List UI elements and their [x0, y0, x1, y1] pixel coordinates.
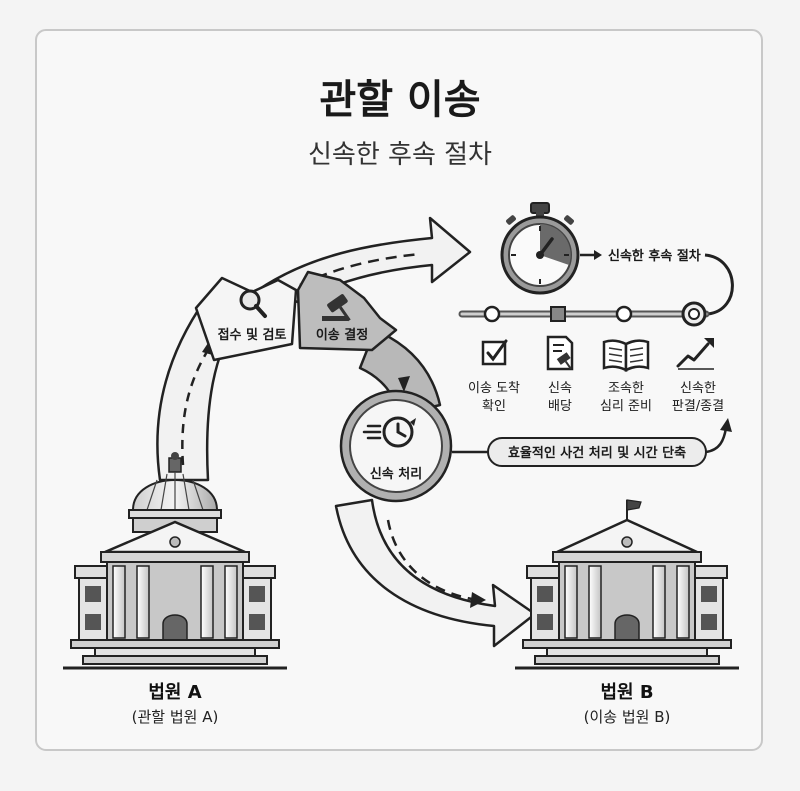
- step-decision: 이송 결정: [296, 270, 398, 352]
- court-b-building: [515, 499, 739, 670]
- page-title: 관할 이송: [319, 77, 480, 123]
- timeline-step-3-line1: 조속한: [608, 381, 644, 396]
- stopwatch-icon: [500, 202, 580, 295]
- arrow-arc-right-upper: [358, 328, 442, 417]
- court-a-building: [63, 452, 287, 670]
- timeline-step-1-line2: 확인: [482, 399, 506, 414]
- efficiency-label: 효율적인 사건 처리 및 시간 단축: [508, 445, 686, 461]
- document-gavel-icon: [546, 335, 574, 371]
- page-subtitle: 신속한 후속 절차: [308, 140, 492, 170]
- timeline-label: 신속한 후속 절차: [608, 248, 701, 264]
- step-fast: 신속 처리: [339, 389, 453, 503]
- timeline-step-1-line1: 이송 도착: [468, 381, 520, 396]
- efficiency-banner: 효율적인 사건 처리 및 시간 단축: [452, 418, 732, 467]
- arrowhead-bottom: [470, 592, 486, 608]
- step-receipt-label: 접수 및 검토: [218, 327, 287, 343]
- timeline: 신속한 후속 절차: [458, 202, 734, 414]
- step-decision-label: 이송 결정: [316, 327, 368, 343]
- court-a-sub: (관할 법원 A): [132, 708, 219, 726]
- timeline-step-2-line2: 배당: [548, 399, 572, 414]
- arrow-bottom: [334, 498, 537, 648]
- court-b-name: 법원 B: [600, 682, 653, 703]
- checkbox-icon: [481, 339, 508, 366]
- timeline-step-4-line2: 판결/종결: [672, 399, 724, 414]
- timeline-node-1: [483, 305, 501, 323]
- open-book-icon: [602, 339, 650, 373]
- court-a-name: 법원 A: [148, 682, 201, 703]
- step-receipt: 접수 및 검토: [194, 276, 298, 362]
- timeline-step-4-line1: 신속한: [680, 381, 716, 396]
- timeline-step-3-line2: 심리 준비: [600, 399, 652, 414]
- timeline-node-2: [550, 306, 566, 322]
- timeline-node-3: [615, 305, 633, 323]
- magnifier-icon: [239, 289, 267, 318]
- timeline-step-2-line1: 신속: [548, 381, 572, 396]
- arrowhead-down: [398, 376, 410, 392]
- dashed-path-top: [299, 252, 421, 287]
- court-b-sub: (이송 법원 B): [584, 708, 671, 726]
- step-fast-label: 신속 처리: [370, 466, 422, 482]
- trend-up-icon: [676, 338, 714, 370]
- fast-clock-icon: [362, 416, 416, 448]
